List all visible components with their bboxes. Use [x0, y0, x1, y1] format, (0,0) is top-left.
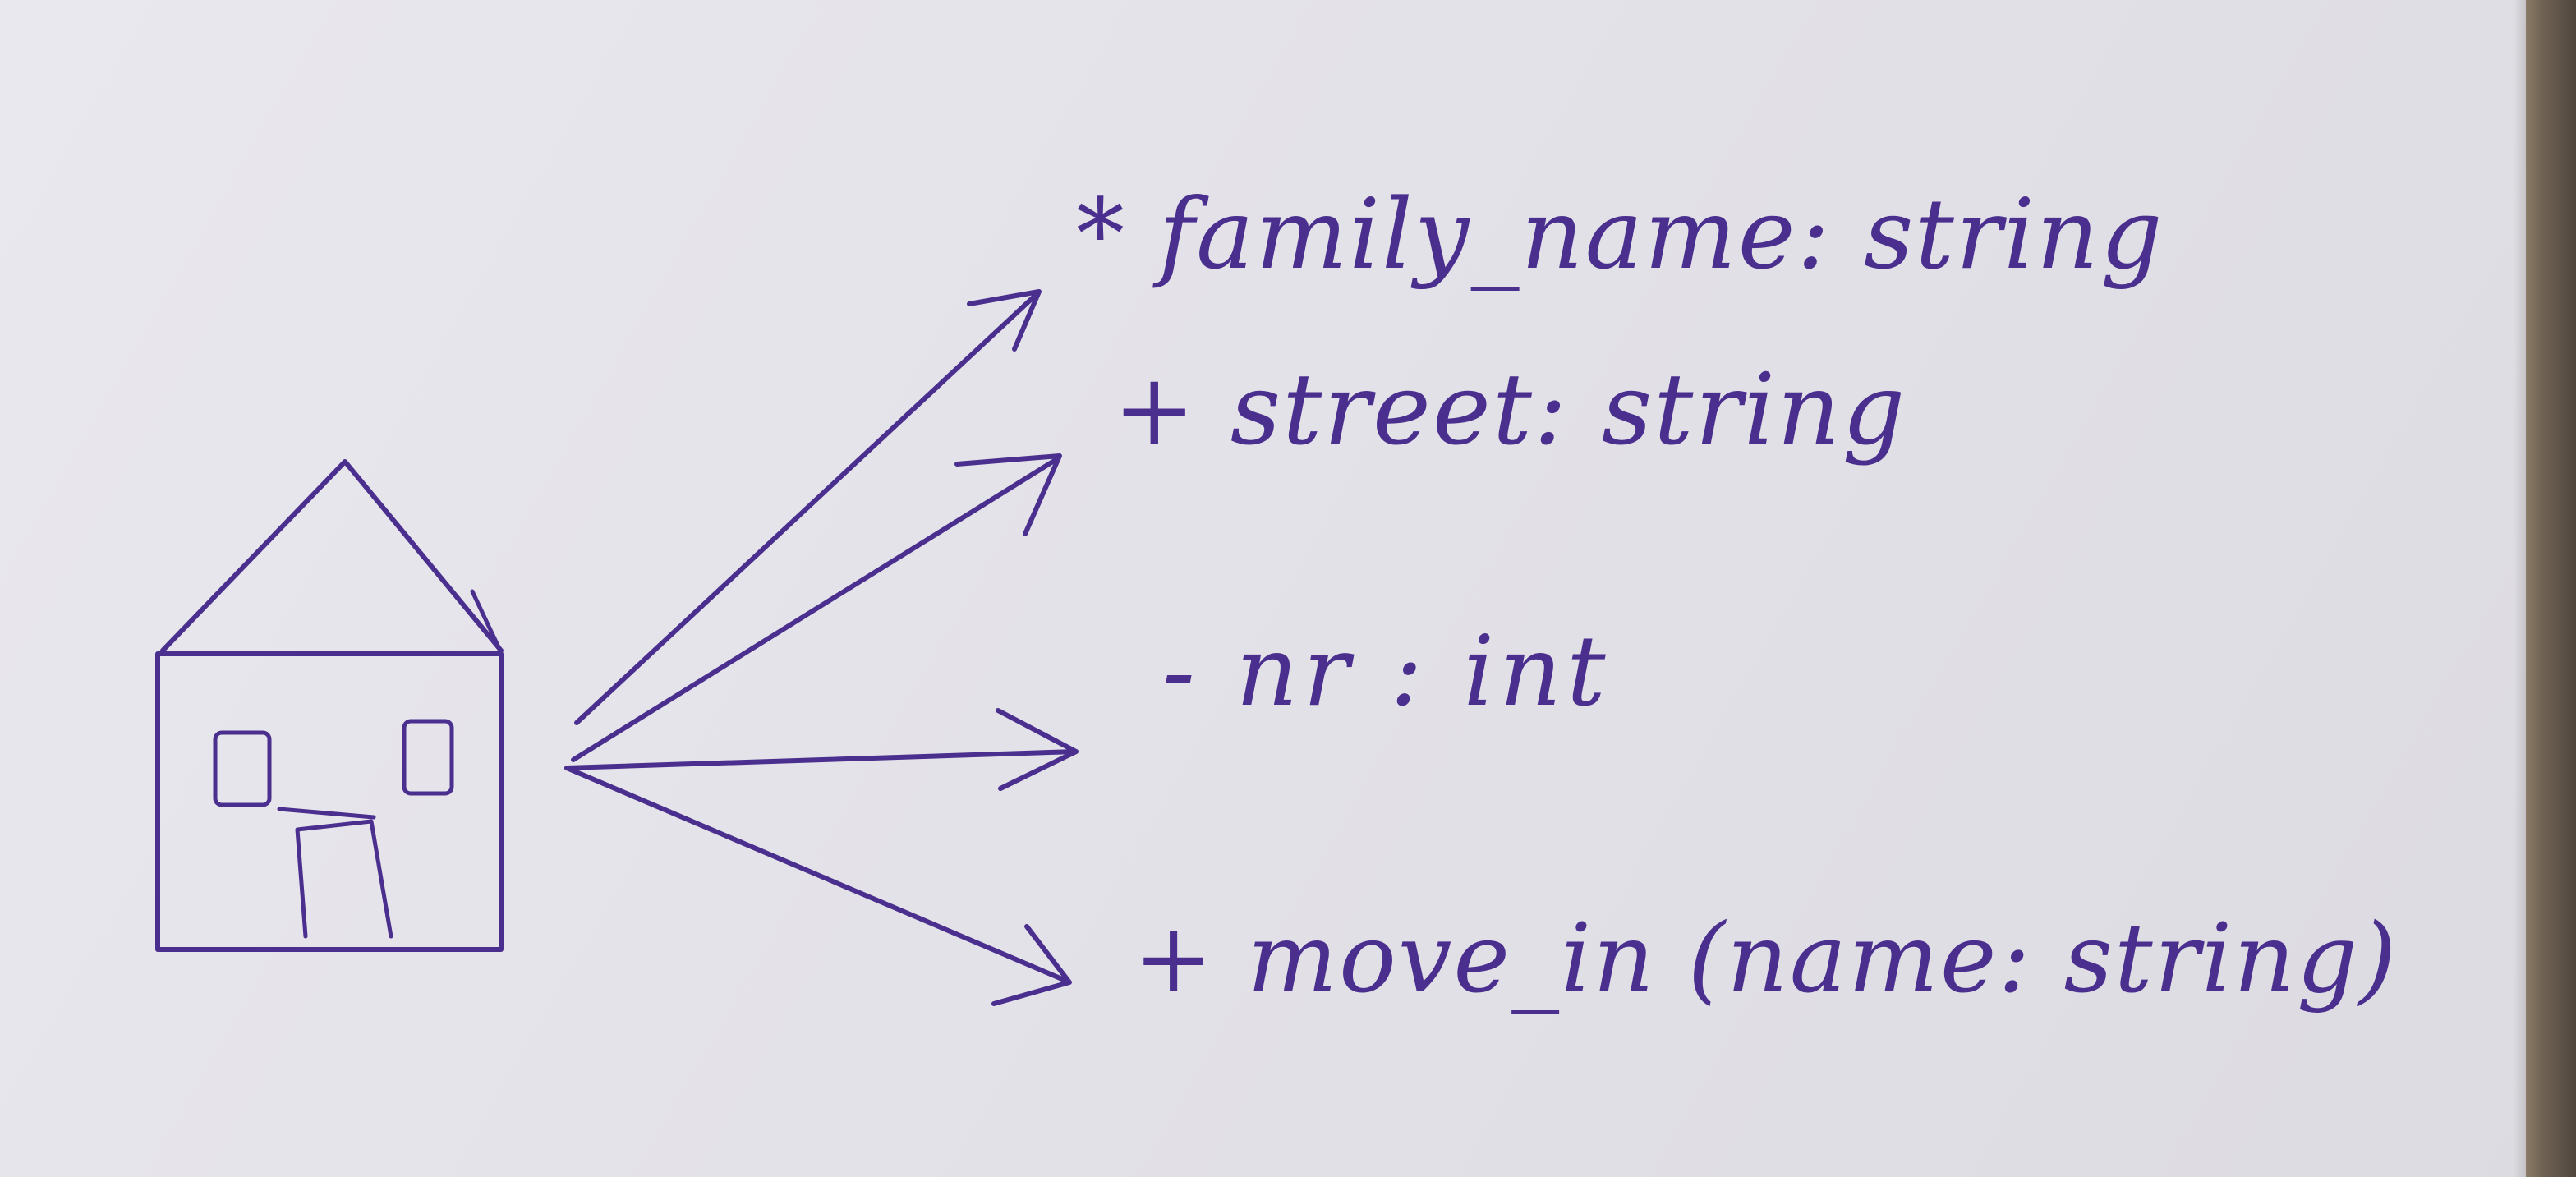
member-nr: - nr : int [1162, 614, 1611, 728]
house-door-top [277, 807, 376, 820]
house-window-left [213, 730, 272, 807]
arrow-to-street [571, 453, 1062, 762]
house-window-right [402, 719, 454, 796]
house-roof-accent [470, 589, 502, 651]
house-door [295, 819, 393, 939]
member-family-name: * family_name: string [1076, 177, 2164, 291]
member-move-in: + move_in (name: string) [1134, 903, 2399, 1014]
house-icon [155, 459, 504, 952]
house-body [155, 651, 504, 952]
member-street: + street: string [1113, 353, 1907, 467]
table-edge [2526, 0, 2576, 1177]
paper-edge-shadow [2514, 0, 2528, 1177]
arrow-to-nr [564, 708, 1079, 791]
arrow-to-move-in [564, 766, 1072, 1006]
arrow-to-family-name [574, 289, 1042, 725]
house-roof [160, 459, 504, 653]
